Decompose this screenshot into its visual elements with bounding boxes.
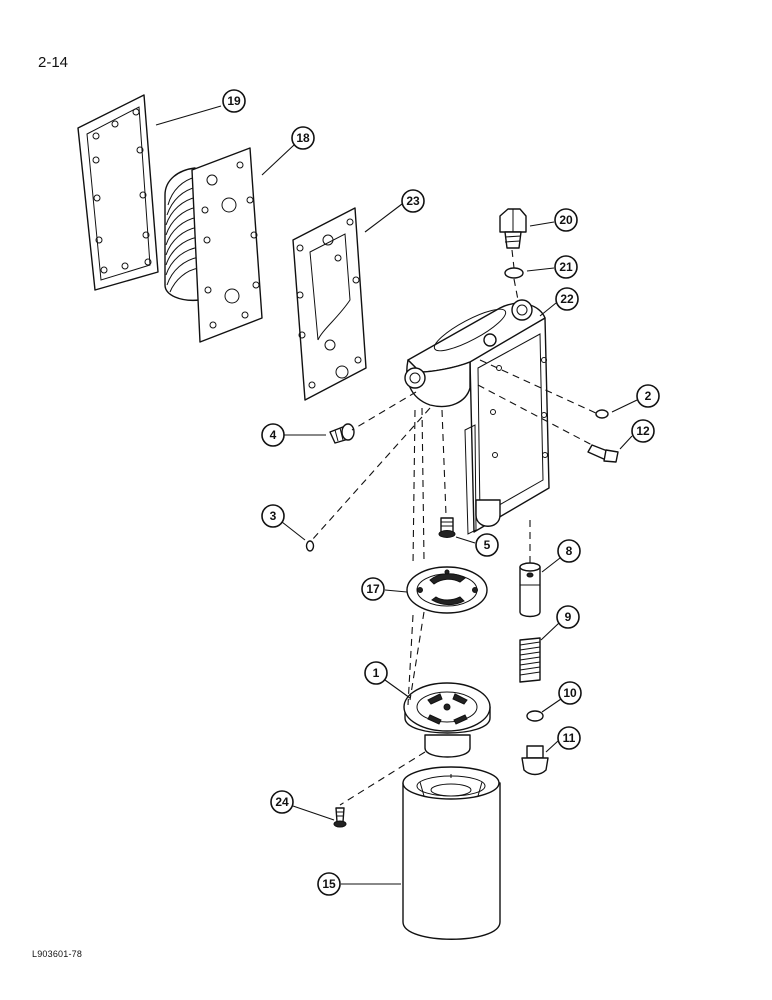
svg-text:2: 2	[645, 389, 652, 403]
callout-1: 1	[364, 661, 411, 699]
page-number: 2-14	[38, 54, 69, 71]
plug-part-4	[329, 423, 355, 444]
svg-text:3: 3	[270, 509, 277, 523]
svg-text:5: 5	[484, 538, 491, 552]
svg-text:23: 23	[406, 194, 420, 208]
plunger-part-8	[519, 562, 541, 618]
callout-19: 19	[155, 89, 246, 126]
callout-23: 23	[364, 189, 425, 233]
svg-text:18: 18	[296, 131, 310, 145]
o-ring-part-10	[526, 710, 544, 722]
callout-3: 3	[261, 504, 306, 541]
gasket-part-19	[77, 94, 159, 291]
plug-part-20	[499, 208, 527, 249]
plug-part-11	[521, 745, 549, 776]
callouts: 19 18 23 20 21 22 2	[155, 89, 660, 896]
svg-text:10: 10	[563, 686, 577, 700]
svg-text:19: 19	[227, 94, 241, 108]
svg-text:15: 15	[322, 877, 336, 891]
filter-adapter-part-1	[403, 682, 491, 758]
callout-8: 8	[541, 539, 581, 573]
callout-11: 11	[545, 726, 581, 753]
svg-text:17: 17	[366, 582, 380, 596]
callout-5: 5	[455, 533, 499, 557]
svg-text:20: 20	[559, 213, 573, 227]
callout-24: 24	[270, 790, 335, 821]
filter-canister-part-15	[402, 766, 501, 940]
callout-12: 12	[619, 419, 655, 450]
filter-head-part-22	[404, 299, 550, 535]
callout-9: 9	[540, 605, 580, 641]
screw-part-24	[333, 807, 347, 828]
callout-15: 15	[317, 872, 401, 896]
svg-text:12: 12	[636, 424, 650, 438]
svg-text:24: 24	[275, 795, 289, 809]
svg-text:9: 9	[565, 610, 572, 624]
svg-text:21: 21	[559, 260, 573, 274]
pin-part-3	[305, 540, 315, 552]
svg-text:8: 8	[566, 544, 573, 558]
callout-17: 17	[361, 577, 408, 601]
svg-text:22: 22	[560, 292, 574, 306]
assembly-lines	[311, 249, 599, 806]
callout-2: 2	[611, 384, 660, 413]
callout-4: 4	[261, 423, 326, 447]
oil-cooler-part-18	[164, 147, 263, 343]
callout-20: 20	[529, 208, 578, 232]
svg-text:1: 1	[373, 666, 380, 680]
callout-10: 10	[541, 681, 582, 713]
cover-plate-part-23	[292, 207, 367, 401]
callout-18: 18	[261, 126, 315, 176]
fitting-part-5	[438, 517, 456, 538]
o-ring-part-21	[504, 267, 524, 279]
callout-21: 21	[526, 255, 578, 279]
svg-text:4: 4	[270, 428, 277, 442]
bolt-part-12	[587, 444, 619, 463]
spring-part-9	[519, 637, 541, 683]
valve-plate-part-17	[406, 566, 488, 614]
plug-part-2	[595, 409, 609, 419]
figure-id: L903601-78	[32, 949, 83, 959]
callout-22: 22	[539, 287, 579, 317]
svg-text:11: 11	[563, 731, 576, 745]
